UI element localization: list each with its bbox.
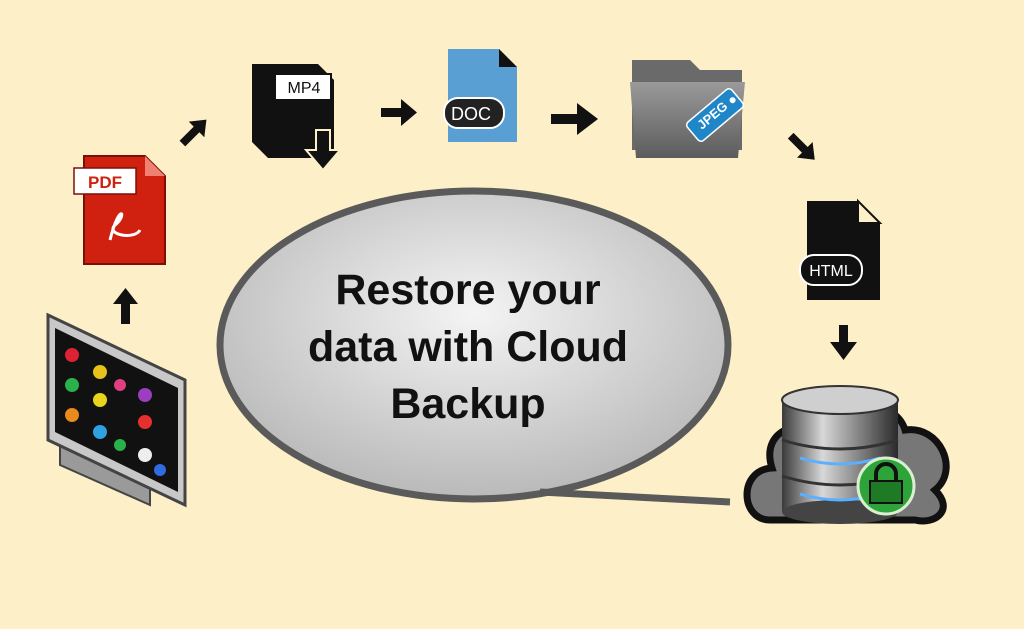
arrow-right-icon <box>381 99 417 126</box>
headline-line-3: Backup <box>390 380 546 428</box>
doc-file-icon <box>443 49 517 142</box>
pdf-label: PDF <box>88 173 122 192</box>
headline-line-2: data with Cloud <box>307 323 629 371</box>
arrow-right-icon <box>551 103 598 135</box>
arrow-down-right-icon <box>787 132 815 160</box>
headline: Restore your data with Cloud Backup <box>268 262 668 433</box>
jpeg-folder-icon <box>630 60 745 158</box>
headline-line-1: Restore your <box>335 266 601 314</box>
html-label: HTML <box>809 263 853 280</box>
mp4-file-icon <box>252 64 343 172</box>
speech-bubble <box>216 187 732 506</box>
cloud-database-icon <box>743 385 950 525</box>
pdf-file-icon <box>73 155 166 265</box>
arrow-up-right-icon <box>179 119 207 147</box>
monitor-icon <box>46 312 187 508</box>
lock-icon <box>856 456 916 516</box>
mp4-label: MP4 <box>288 80 321 97</box>
html-file-icon <box>799 198 883 300</box>
doc-label: DOC <box>451 104 491 124</box>
arrow-down-icon <box>830 325 857 360</box>
arrow-up-icon <box>113 288 138 324</box>
